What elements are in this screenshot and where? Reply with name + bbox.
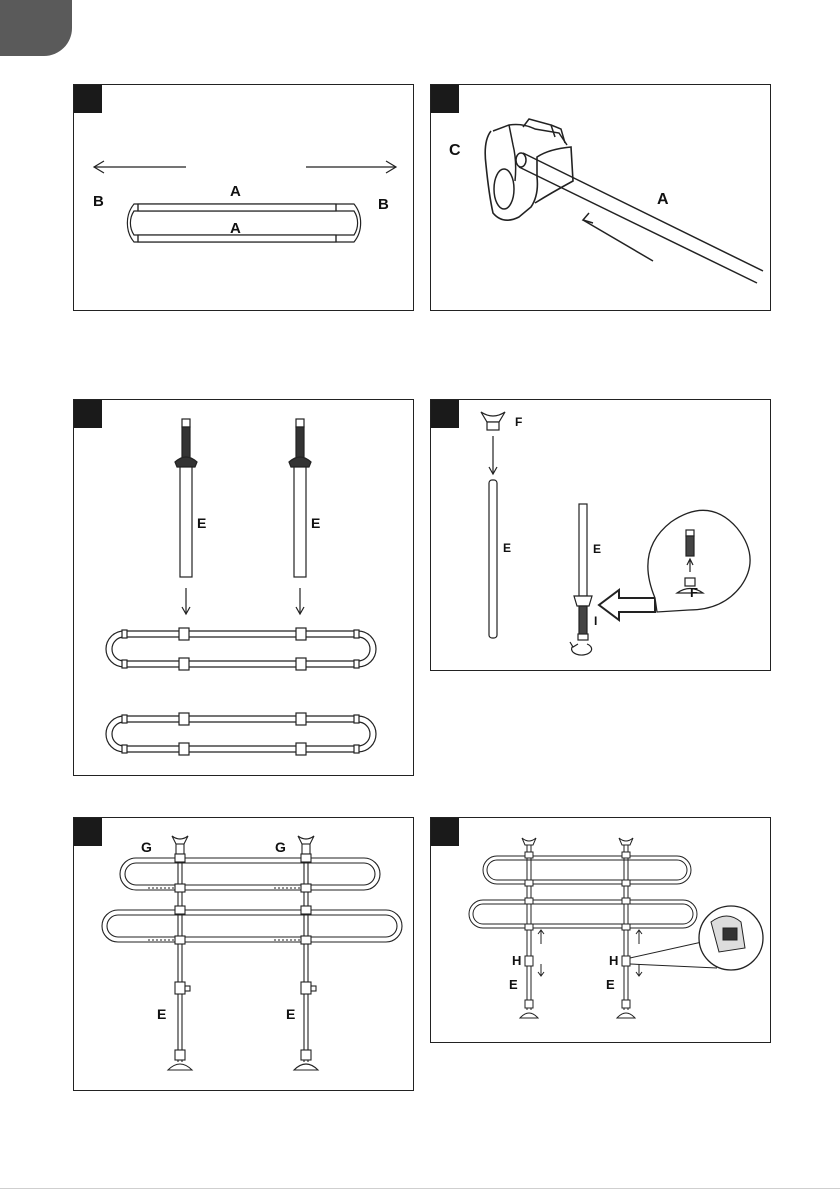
page-corner-tab	[0, 0, 72, 56]
label-bottom-rail: A	[230, 221, 241, 236]
label-top-rail: A	[230, 184, 241, 199]
page-bottom-rule	[0, 1188, 840, 1189]
figure-5-panel: G G E E	[73, 817, 414, 1091]
label-left-pole: E	[509, 978, 518, 991]
right-pole	[294, 836, 318, 1070]
figure-4-drawing	[431, 400, 772, 672]
figure-2-drawing	[431, 85, 772, 312]
label-cap: F	[515, 416, 522, 428]
figure-3-panel: E E	[73, 399, 414, 776]
figure-6-panel: H H E E	[430, 817, 771, 1043]
label-tube: E	[503, 542, 511, 554]
figure-1-panel: B A B A	[73, 84, 414, 311]
label-left-clip: G	[141, 840, 152, 854]
plain-tube	[489, 480, 497, 638]
label-left-pole: E	[157, 1007, 166, 1021]
label-tube: A	[657, 192, 669, 208]
label-right-end: B	[378, 197, 389, 212]
label-screw: I	[594, 615, 597, 627]
label-clip: C	[449, 143, 461, 159]
label-assembled-tube: E	[593, 543, 601, 555]
figure-3-drawing	[74, 400, 415, 777]
label-right-clip: G	[275, 840, 286, 854]
upper-rail-frame	[106, 628, 376, 670]
label-left-end: B	[93, 194, 104, 209]
left-pole	[175, 419, 197, 614]
tube-upper-edge	[523, 153, 763, 271]
figure-4-panel: F E E I F	[430, 399, 771, 671]
tube-lower-edge	[519, 167, 757, 283]
label-right-pole: E	[311, 516, 320, 530]
top-tube	[138, 204, 336, 211]
detail-callout	[648, 510, 750, 612]
left-pole	[168, 836, 192, 1070]
label-right-pole: E	[286, 1007, 295, 1021]
label-right-knob: H	[609, 954, 618, 967]
assembled-tube	[570, 504, 592, 655]
figure-1-drawing	[74, 85, 415, 312]
label-left-pole: E	[197, 516, 206, 530]
right-pole	[289, 419, 311, 614]
figure-6-drawing	[431, 818, 772, 1044]
lower-rail-frame	[106, 713, 376, 755]
clip-body	[485, 131, 573, 220]
insert-arrow	[583, 220, 653, 261]
label-inset-cap: F	[690, 586, 698, 599]
suction-cap	[481, 412, 505, 422]
label-right-pole: E	[606, 978, 615, 991]
label-left-knob: H	[512, 954, 521, 967]
figure-5-drawing	[74, 818, 415, 1092]
figure-2-panel: C A	[430, 84, 771, 311]
direction-arrow	[599, 590, 655, 620]
